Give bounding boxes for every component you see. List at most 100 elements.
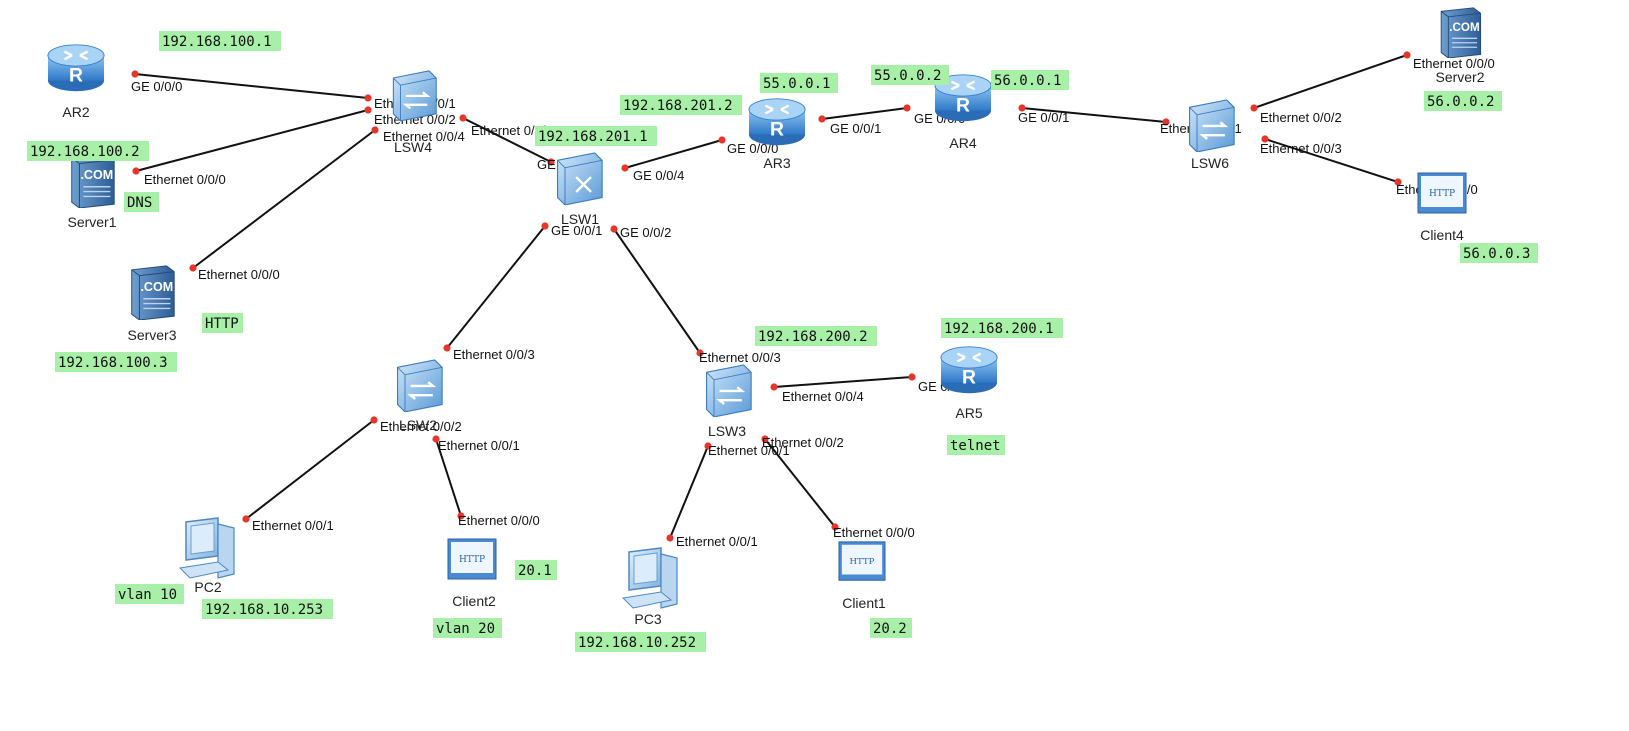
link-lsw2-pc2[interactable]: [245, 419, 375, 520]
note-text: vlan 20: [436, 621, 495, 637]
port-dot: [903, 104, 911, 112]
note-background: [1424, 91, 1502, 111]
note-box: 192.168.100.2: [27, 141, 149, 161]
note-text: 20.2: [873, 621, 907, 637]
device-server3[interactable]: Server3: [127, 265, 177, 343]
router-icon: [47, 43, 105, 93]
port-dot: [459, 114, 467, 122]
link-lsw2-client2[interactable]: [435, 438, 462, 517]
port-label: Ethernet 0/0/4: [782, 389, 864, 404]
note-box: vlan 10: [115, 584, 184, 604]
port-dot: [1394, 178, 1402, 186]
port-label: GE 0/0/4: [633, 168, 684, 183]
switch-icon: [392, 69, 438, 122]
note-box: telnet: [947, 435, 1005, 455]
port-label: Ethernet 0/0/0: [198, 267, 280, 282]
link-lsw6-client4[interactable]: [1264, 138, 1399, 183]
port-dot: [696, 349, 704, 357]
note-box: 56.0.0.2: [1424, 91, 1502, 111]
port-dot: [131, 70, 139, 78]
device-label: AR3: [763, 155, 790, 171]
port-label: Ethernet 0/0/1: [676, 534, 758, 549]
port-dot: [666, 534, 674, 542]
note-box: DNS: [124, 192, 159, 212]
port-label: GE 0/0/1: [1018, 110, 1069, 125]
device-lsw3[interactable]: LSW3: [705, 363, 753, 439]
link-ar4-lsw6[interactable]: [1021, 107, 1167, 123]
note-box: 192.168.100.3: [55, 352, 177, 372]
device-label: AR4: [949, 135, 976, 151]
link-ar3-ar4[interactable]: [821, 107, 908, 120]
link-server3-lsw4[interactable]: [192, 129, 376, 269]
link-lsw3-pc3[interactable]: [669, 445, 709, 539]
device-label: Client2: [452, 593, 496, 609]
device-pc3[interactable]: PC3: [622, 547, 678, 627]
note-box: 20.2: [870, 618, 912, 638]
device-label: LSW4: [394, 139, 432, 155]
server-icon: [130, 265, 175, 320]
device-label: AR2: [62, 104, 89, 120]
note-text: DNS: [127, 195, 152, 211]
device-server1[interactable]: Server1: [67, 153, 117, 230]
switch-icon: [1188, 98, 1236, 152]
note-box: 56.0.0.3: [1460, 243, 1538, 263]
link-lsw6-server2[interactable]: [1253, 54, 1408, 109]
port-dot: [189, 264, 197, 272]
device-ar3[interactable]: AR3: [748, 97, 806, 171]
device-pc2[interactable]: PC2: [179, 517, 235, 595]
note-text: 56.0.0.2: [1427, 94, 1494, 110]
note-text: 55.0.0.2: [874, 68, 941, 84]
device-lsw4[interactable]: LSW4: [392, 69, 438, 155]
device-label: Client1: [842, 595, 886, 611]
device-ar2[interactable]: AR2: [47, 43, 105, 120]
link-lsw3-client1[interactable]: [764, 438, 836, 528]
note-text: 192.168.100.1: [162, 34, 272, 50]
link-layer: [134, 54, 1408, 539]
link-ar2-lsw4[interactable]: [134, 73, 369, 99]
port-dot: [818, 115, 826, 123]
device-lsw2[interactable]: LSW2: [396, 358, 444, 433]
port-label: Ethernet 0/0/2: [374, 112, 456, 127]
port-label: GE 0/0/0: [727, 141, 778, 156]
http-client-icon: [838, 541, 886, 581]
device-client1[interactable]: Client1: [838, 541, 886, 611]
device-lsw6[interactable]: LSW6: [1188, 98, 1236, 171]
router-icon: [940, 345, 998, 395]
link-lsw1-lsw3[interactable]: [613, 228, 701, 354]
port-dot: [1261, 135, 1269, 143]
note-box: 192.168.10.253: [202, 599, 333, 619]
device-label: PC2: [194, 579, 221, 595]
note-text: HTTP: [205, 316, 239, 332]
device-lsw1[interactable]: LSW1: [556, 151, 604, 227]
pc-icon: [179, 517, 235, 579]
port-dot: [370, 416, 378, 424]
device-client2[interactable]: Client2: [447, 538, 497, 609]
port-label: Ethernet 0/0/4: [383, 129, 465, 144]
note-background: [575, 632, 706, 652]
device-label: LSW3: [708, 423, 746, 439]
link-lsw4-lsw1[interactable]: [462, 117, 552, 163]
port-dot: [242, 515, 250, 523]
port-dot: [1250, 104, 1258, 112]
device-ar5[interactable]: AR5: [940, 345, 998, 421]
note-background: [760, 73, 838, 93]
port-label: Ethernet 0/0/1: [708, 443, 790, 458]
note-text: telnet: [950, 438, 1001, 454]
note-background: [27, 141, 149, 161]
device-ar4[interactable]: AR4: [934, 73, 992, 151]
link-lsw1-ar3[interactable]: [624, 139, 723, 169]
note-background: [947, 435, 1005, 455]
note-text: 192.168.201.1: [538, 129, 648, 145]
note-background: [1460, 243, 1538, 263]
device-client4[interactable]: Client4: [1417, 172, 1467, 243]
port-label: Ethernet 0/0/0: [458, 513, 540, 528]
server-icon: [1440, 7, 1482, 58]
link-server1-lsw4[interactable]: [135, 109, 369, 172]
link-lsw3-ar5[interactable]: [773, 376, 913, 388]
note-box: 20.1: [515, 560, 557, 580]
note-text: 192.168.200.1: [944, 321, 1054, 337]
link-lsw1-lsw2[interactable]: [446, 225, 546, 349]
device-server2[interactable]: Server2: [1435, 7, 1485, 85]
